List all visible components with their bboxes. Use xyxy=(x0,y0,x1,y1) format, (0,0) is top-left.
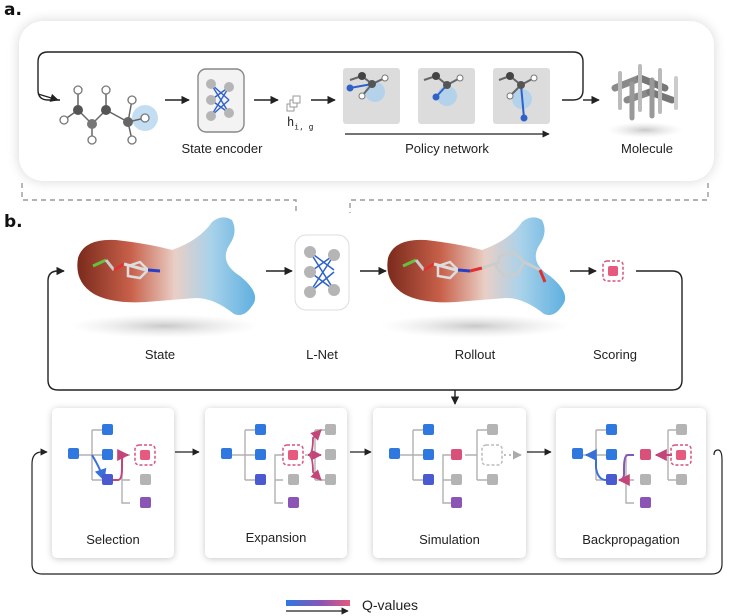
panel-b-label: b. xyxy=(4,212,23,232)
panel-a-label: a. xyxy=(4,0,22,20)
scoring-icon xyxy=(602,260,624,282)
scoring-label: Scoring xyxy=(592,347,638,362)
selection-card: Selection xyxy=(52,408,174,558)
policy-step-1 xyxy=(343,68,400,124)
q-values-label: Q-values xyxy=(362,597,419,613)
3d-molecule-render xyxy=(607,64,683,138)
hidden-state-label: hi, g xyxy=(287,115,314,131)
molecule-label: Molecule xyxy=(620,141,674,156)
policy-step-2 xyxy=(418,68,475,124)
rollout-protein-surface xyxy=(380,217,570,338)
hidden-state-symbol: h xyxy=(287,115,295,129)
lnet-label: L-Net xyxy=(306,347,338,362)
backpropagation-card: Backpropagation xyxy=(556,408,706,558)
state-encoder-icon xyxy=(197,68,245,133)
embedding-stack-icon xyxy=(286,95,301,112)
state-protein-surface xyxy=(70,217,260,338)
hidden-state-subscript: i, g xyxy=(294,122,314,132)
rollout-label: Rollout xyxy=(454,347,496,362)
policy-step-3 xyxy=(493,68,550,124)
policy-network-label: Policy network xyxy=(405,141,489,156)
expansion-card: Expansion xyxy=(205,408,347,558)
simulation-label: Simulation xyxy=(419,532,480,547)
backpropagation-label: Backpropagation xyxy=(582,532,680,547)
state-label: State xyxy=(144,347,176,362)
state-encoder-label: State encoder xyxy=(181,141,263,156)
expansion-label: Expansion xyxy=(245,530,307,545)
q-values-legend: Q-values xyxy=(284,597,464,615)
lnet-icon xyxy=(294,234,350,311)
selection-label: Selection xyxy=(86,532,140,547)
simulation-card: Simulation xyxy=(373,408,526,558)
input-molecule-graph xyxy=(59,85,158,145)
